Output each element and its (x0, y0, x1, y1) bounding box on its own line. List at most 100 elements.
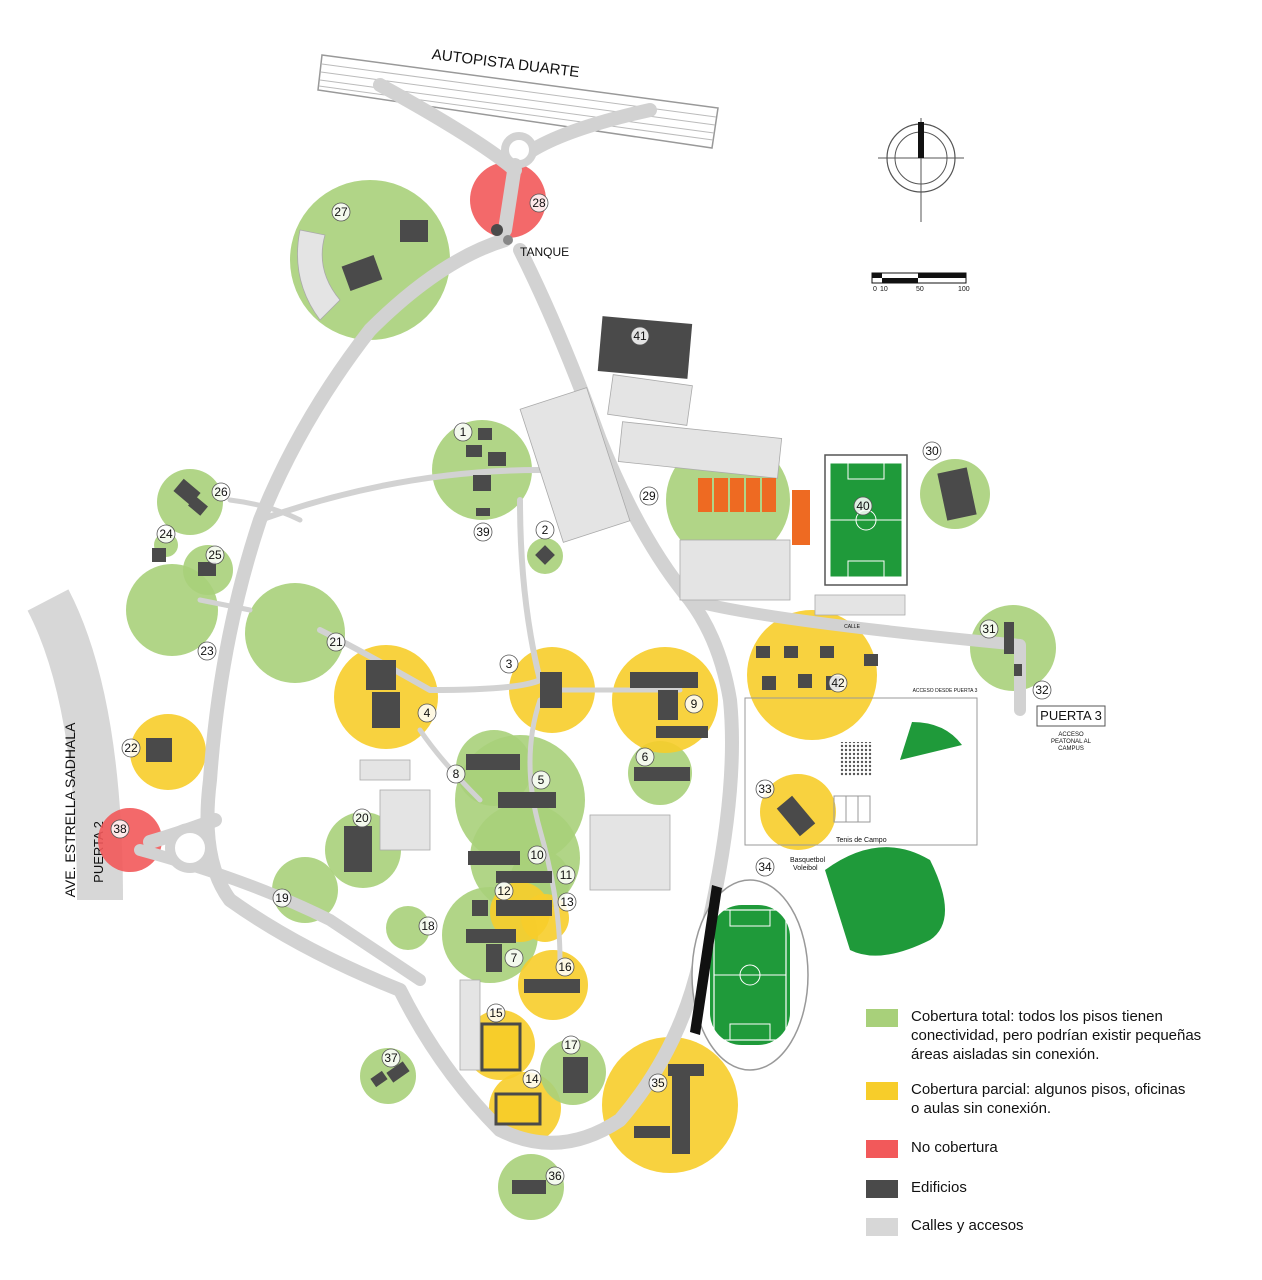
zone-marker-4[interactable]: 4 (417, 703, 437, 723)
zone-marker-34[interactable]: 34 (755, 857, 775, 877)
zone-marker-38[interactable]: 38 (110, 819, 130, 839)
buildings (146, 220, 1022, 1194)
zone-marker-40[interactable]: 40 (853, 496, 873, 516)
zone-marker-39[interactable]: 39 (473, 522, 493, 542)
zone-marker-26[interactable]: 26 (211, 482, 231, 502)
legend-text-buildings: Edificios (911, 1179, 967, 1196)
zone-marker-11[interactable]: 11 (556, 865, 576, 885)
building-8 (466, 754, 520, 770)
building-1a (478, 428, 492, 440)
gate3-access: ACCESO DESDE PUERTA 3 (913, 688, 978, 694)
building-2 (535, 545, 555, 565)
scale-bar: 0 10 50 100 (871, 272, 970, 293)
zone-marker-35[interactable]: 35 (648, 1073, 668, 1093)
zone-number-36: 36 (548, 1169, 562, 1183)
scale-tick-100: 100 (958, 286, 970, 293)
building-37b (386, 1061, 410, 1083)
zone-number-11: 11 (560, 868, 573, 882)
zone-marker-9[interactable]: 9 (684, 694, 704, 714)
building-36 (512, 1180, 546, 1194)
zone-marker-8[interactable]: 8 (446, 764, 466, 784)
basket-label-2: Voleibol (793, 865, 818, 872)
building-7 (466, 929, 516, 943)
building-1c (488, 452, 506, 466)
building-11 (496, 871, 552, 883)
building-42b (798, 674, 812, 688)
zone-marker-18[interactable]: 18 (418, 916, 438, 936)
avenue-label: AVE. ESTRELLA SADHALA (62, 722, 78, 897)
zone-marker-14[interactable]: 14 (522, 1069, 542, 1089)
legend-swatch-none (866, 1140, 898, 1158)
building-15 (480, 1022, 522, 1072)
zone-marker-30[interactable]: 30 (922, 441, 942, 461)
legend-text-partial: Cobertura parcial: algunos pisos, oficin… (911, 1081, 1186, 1117)
zone-marker-21[interactable]: 21 (326, 632, 346, 652)
zone-marker-6[interactable]: 6 (635, 747, 655, 767)
scale-tick-50: 50 (916, 286, 924, 293)
zone-marker-15[interactable]: 15 (486, 1003, 506, 1023)
north-compass (878, 118, 964, 222)
zone-marker-32[interactable]: 32 (1032, 680, 1052, 700)
coverage-zone-18 (386, 906, 430, 950)
basket-label-1: Basquetbol (790, 857, 825, 864)
zone-marker-41[interactable]: 41 (630, 326, 650, 346)
zone-marker-12[interactable]: 12 (494, 881, 514, 901)
zone-number-23: 23 (200, 644, 214, 658)
zone-marker-1[interactable]: 1 (453, 422, 473, 442)
zone-marker-7[interactable]: 7 (504, 948, 524, 968)
zone-marker-25[interactable]: 25 (205, 545, 225, 565)
zone-marker-10[interactable]: 10 (527, 845, 547, 865)
zone-marker-27[interactable]: 27 (331, 202, 351, 222)
zone-number-38: 38 (113, 822, 127, 836)
gate3-box (1036, 705, 1106, 727)
zone-marker-19[interactable]: 19 (272, 888, 292, 908)
zone-marker-24[interactable]: 24 (156, 524, 176, 544)
zone-marker-5[interactable]: 5 (531, 770, 551, 790)
zone-marker-29[interactable]: 29 (639, 486, 659, 506)
zone-marker-28[interactable]: 28 (529, 193, 549, 213)
zone-number-27: 27 (334, 205, 348, 219)
building-1d (473, 475, 491, 491)
legend-swatch-total (866, 1009, 898, 1027)
avenue: AVE. ESTRELLA SADHALA PUERTA 2 (27, 589, 123, 901)
zone-number-42: 42 (831, 676, 845, 690)
legend-text-none: No cobertura (911, 1139, 998, 1156)
building-24 (152, 548, 166, 562)
legend-item-none: No cobertura (866, 1138, 1241, 1158)
zone-marker-33[interactable]: 33 (755, 779, 775, 799)
zone-number-22: 22 (124, 741, 138, 755)
zone-marker-20[interactable]: 20 (352, 808, 372, 828)
zone-number-9: 9 (691, 697, 698, 711)
sports-fields (690, 454, 978, 1071)
zone-marker-16[interactable]: 16 (555, 957, 575, 977)
zone-marker-23[interactable]: 23 (197, 641, 217, 661)
zone-marker-17[interactable]: 17 (561, 1035, 581, 1055)
zone-number-25: 25 (208, 548, 222, 562)
building-27b (341, 254, 383, 292)
zone-number-6: 6 (642, 750, 649, 764)
zone-number-1: 1 (460, 425, 467, 439)
legend-text-roads: Calles y accesos (911, 1217, 1024, 1234)
building-14 (494, 1092, 542, 1126)
zone-marker-13[interactable]: 13 (557, 892, 577, 912)
zone-marker-22[interactable]: 22 (121, 738, 141, 758)
legend-swatch-roads (866, 1218, 898, 1236)
zone-marker-2[interactable]: 2 (535, 520, 555, 540)
zone-marker-3[interactable]: 3 (499, 654, 519, 674)
zone-number-2: 2 (542, 523, 549, 537)
building-33 (776, 795, 816, 837)
building-9c (656, 726, 708, 738)
zone-number-24: 24 (159, 527, 173, 541)
zone-marker-37[interactable]: 37 (381, 1048, 401, 1068)
zone-marker-31[interactable]: 31 (979, 619, 999, 639)
building-35c (634, 1126, 670, 1138)
building-4b (372, 692, 400, 728)
zone-marker-36[interactable]: 36 (545, 1166, 565, 1186)
legend-swatch-buildings (866, 1180, 898, 1198)
zone-number-19: 19 (275, 891, 289, 905)
zone-number-39: 39 (476, 525, 490, 539)
zone-marker-42[interactable]: 42 (828, 673, 848, 693)
building-42f (820, 646, 834, 658)
building-30 (937, 467, 977, 521)
